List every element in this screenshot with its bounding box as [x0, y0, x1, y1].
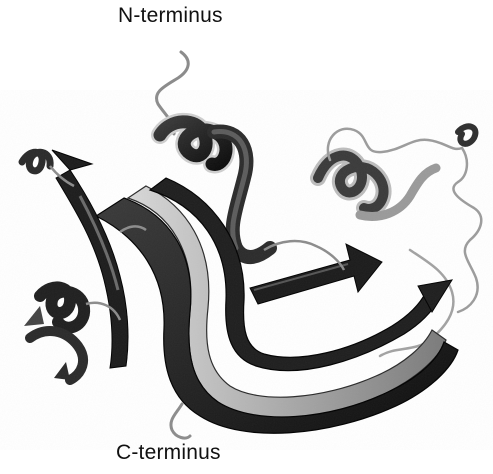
left-bottom-cluster	[24, 287, 120, 380]
alpha-helix-right	[318, 156, 436, 217]
beta-sheet-main	[96, 178, 458, 433]
c-terminus-label: C-terminus	[116, 441, 221, 465]
right-coil-outer	[453, 148, 481, 312]
small-helix-top-right	[458, 126, 475, 143]
n-terminus-label: N-terminus	[118, 4, 223, 28]
c-terminal-coil	[171, 404, 190, 438]
